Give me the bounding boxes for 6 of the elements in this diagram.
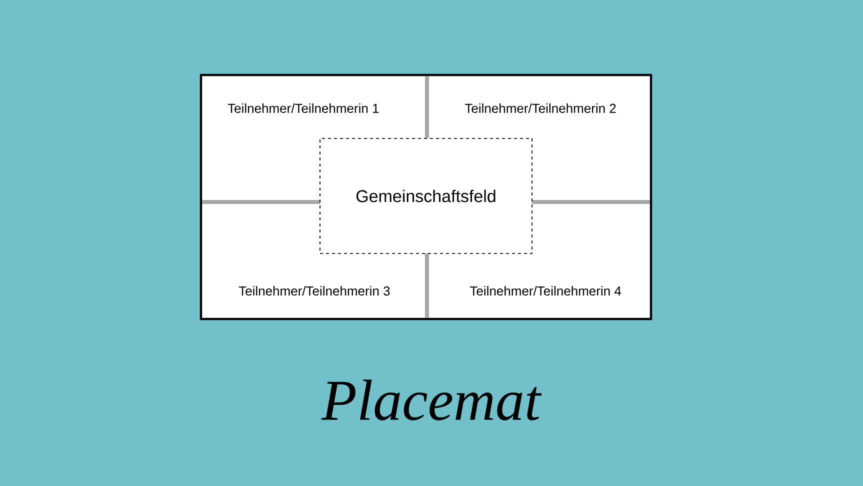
quadrant-label: Teilnehmer/Teilnehmerin 1	[228, 103, 379, 113]
shared-field-box: Gemeinschaftsfeld	[320, 138, 532, 254]
quadrant-label: Teilnehmer/Teilnehmerin 3	[238, 286, 390, 296]
quadrant-label: Teilnehmer/Teilnehmerin 4	[470, 286, 622, 296]
quadrant-label: Teilnehmer/Teilnehmerin 2	[464, 103, 616, 113]
title: Placemat	[321, 380, 542, 420]
